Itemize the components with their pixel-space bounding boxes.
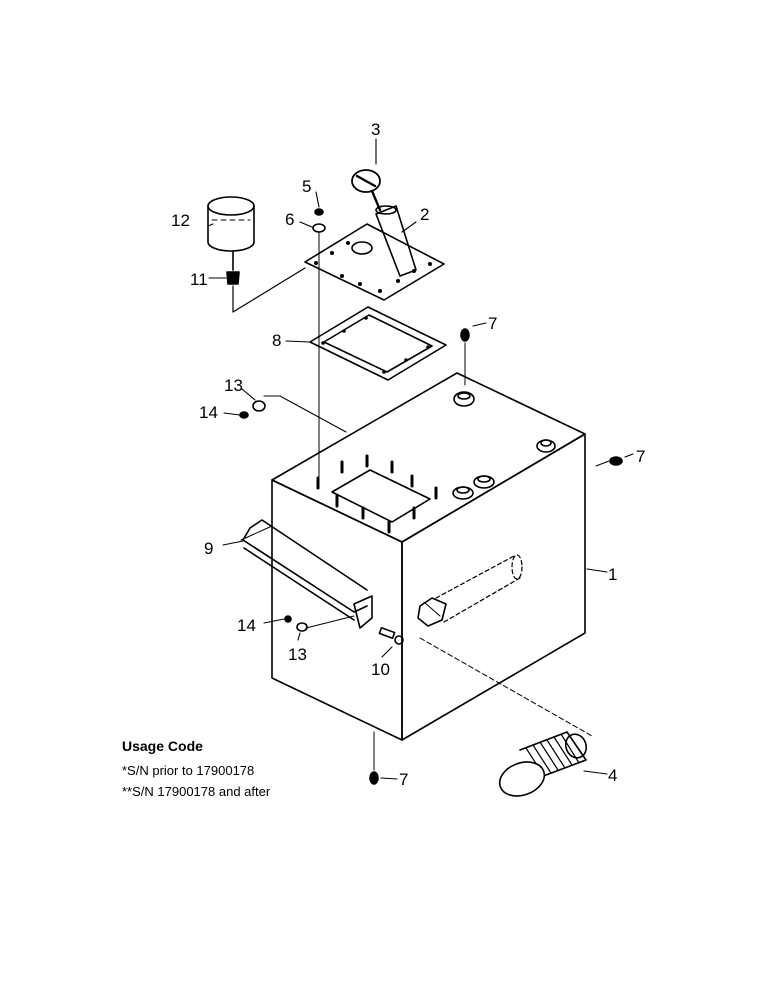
hydraulic-tank [271, 372, 586, 741]
plug-7-top [460, 328, 470, 342]
washer-6 [312, 223, 326, 233]
callout-7-top: 7 [488, 314, 497, 333]
callout-14-upper: 14 [199, 403, 218, 422]
tank-studs [316, 454, 438, 534]
tank-cover-plate [304, 205, 445, 301]
callout-8: 8 [272, 331, 281, 350]
tank-fitting-1-inner [456, 486, 470, 494]
callout-9: 9 [204, 539, 213, 558]
callout-13-lower: 13 [288, 645, 307, 664]
callout-1: 1 [608, 565, 617, 584]
internal-strainer-hidden [435, 554, 523, 623]
callout-4: 4 [608, 766, 617, 785]
callout-5: 5 [302, 177, 311, 196]
callout-7-bottom: 7 [399, 770, 408, 789]
callout-6: 6 [285, 210, 294, 229]
strainer-fitting [417, 597, 447, 627]
breather-cap [351, 169, 382, 212]
plug-7-side [609, 456, 623, 466]
cover-gasket [309, 306, 447, 381]
filter-fitting [226, 251, 240, 285]
tank-front-face [271, 479, 403, 741]
tank-fitting-4-inner [457, 392, 471, 400]
usage-code-line-1: *S/N prior to 17900178 [122, 763, 255, 778]
leader-lines [207, 138, 634, 780]
callout-10: 10 [371, 660, 390, 679]
tank-fitting-2-inner [477, 475, 491, 483]
usage-code-title: Usage Code [122, 738, 203, 754]
assembly-lines [240, 231, 610, 771]
return-filter [207, 196, 255, 252]
nut-14-lower [284, 615, 292, 623]
plug-7-bottom [369, 771, 379, 785]
callout-12: 12 [171, 211, 190, 230]
tank-top-opening [331, 469, 431, 523]
washer-13-lower [296, 622, 308, 632]
nut-14-upper [239, 411, 249, 419]
washer-5 [314, 208, 324, 216]
usage-code-legend: Usage Code *S/N prior to 17900178 **S/N … [122, 738, 270, 802]
tank-side-face [401, 433, 586, 741]
tank-fitting-3-inner [540, 439, 552, 447]
suction-strainer [498, 731, 588, 797]
callout-7-side: 7 [636, 447, 645, 466]
filler-neck-tube [375, 205, 417, 277]
usage-code-line-2: **S/N 17900178 and after [122, 784, 271, 799]
handle-bolt [378, 626, 404, 645]
callout-14-lower: 14 [237, 616, 256, 635]
callout-2: 2 [420, 205, 429, 224]
tank-fitting-4 [453, 391, 475, 407]
callout-11: 11 [190, 270, 208, 289]
callout-3: 3 [371, 120, 380, 139]
filter-line [232, 267, 306, 313]
washer-13-upper [252, 400, 266, 412]
tank-handle [242, 519, 373, 629]
callout-13-upper: 13 [224, 376, 243, 395]
small-hardware [239, 208, 623, 785]
